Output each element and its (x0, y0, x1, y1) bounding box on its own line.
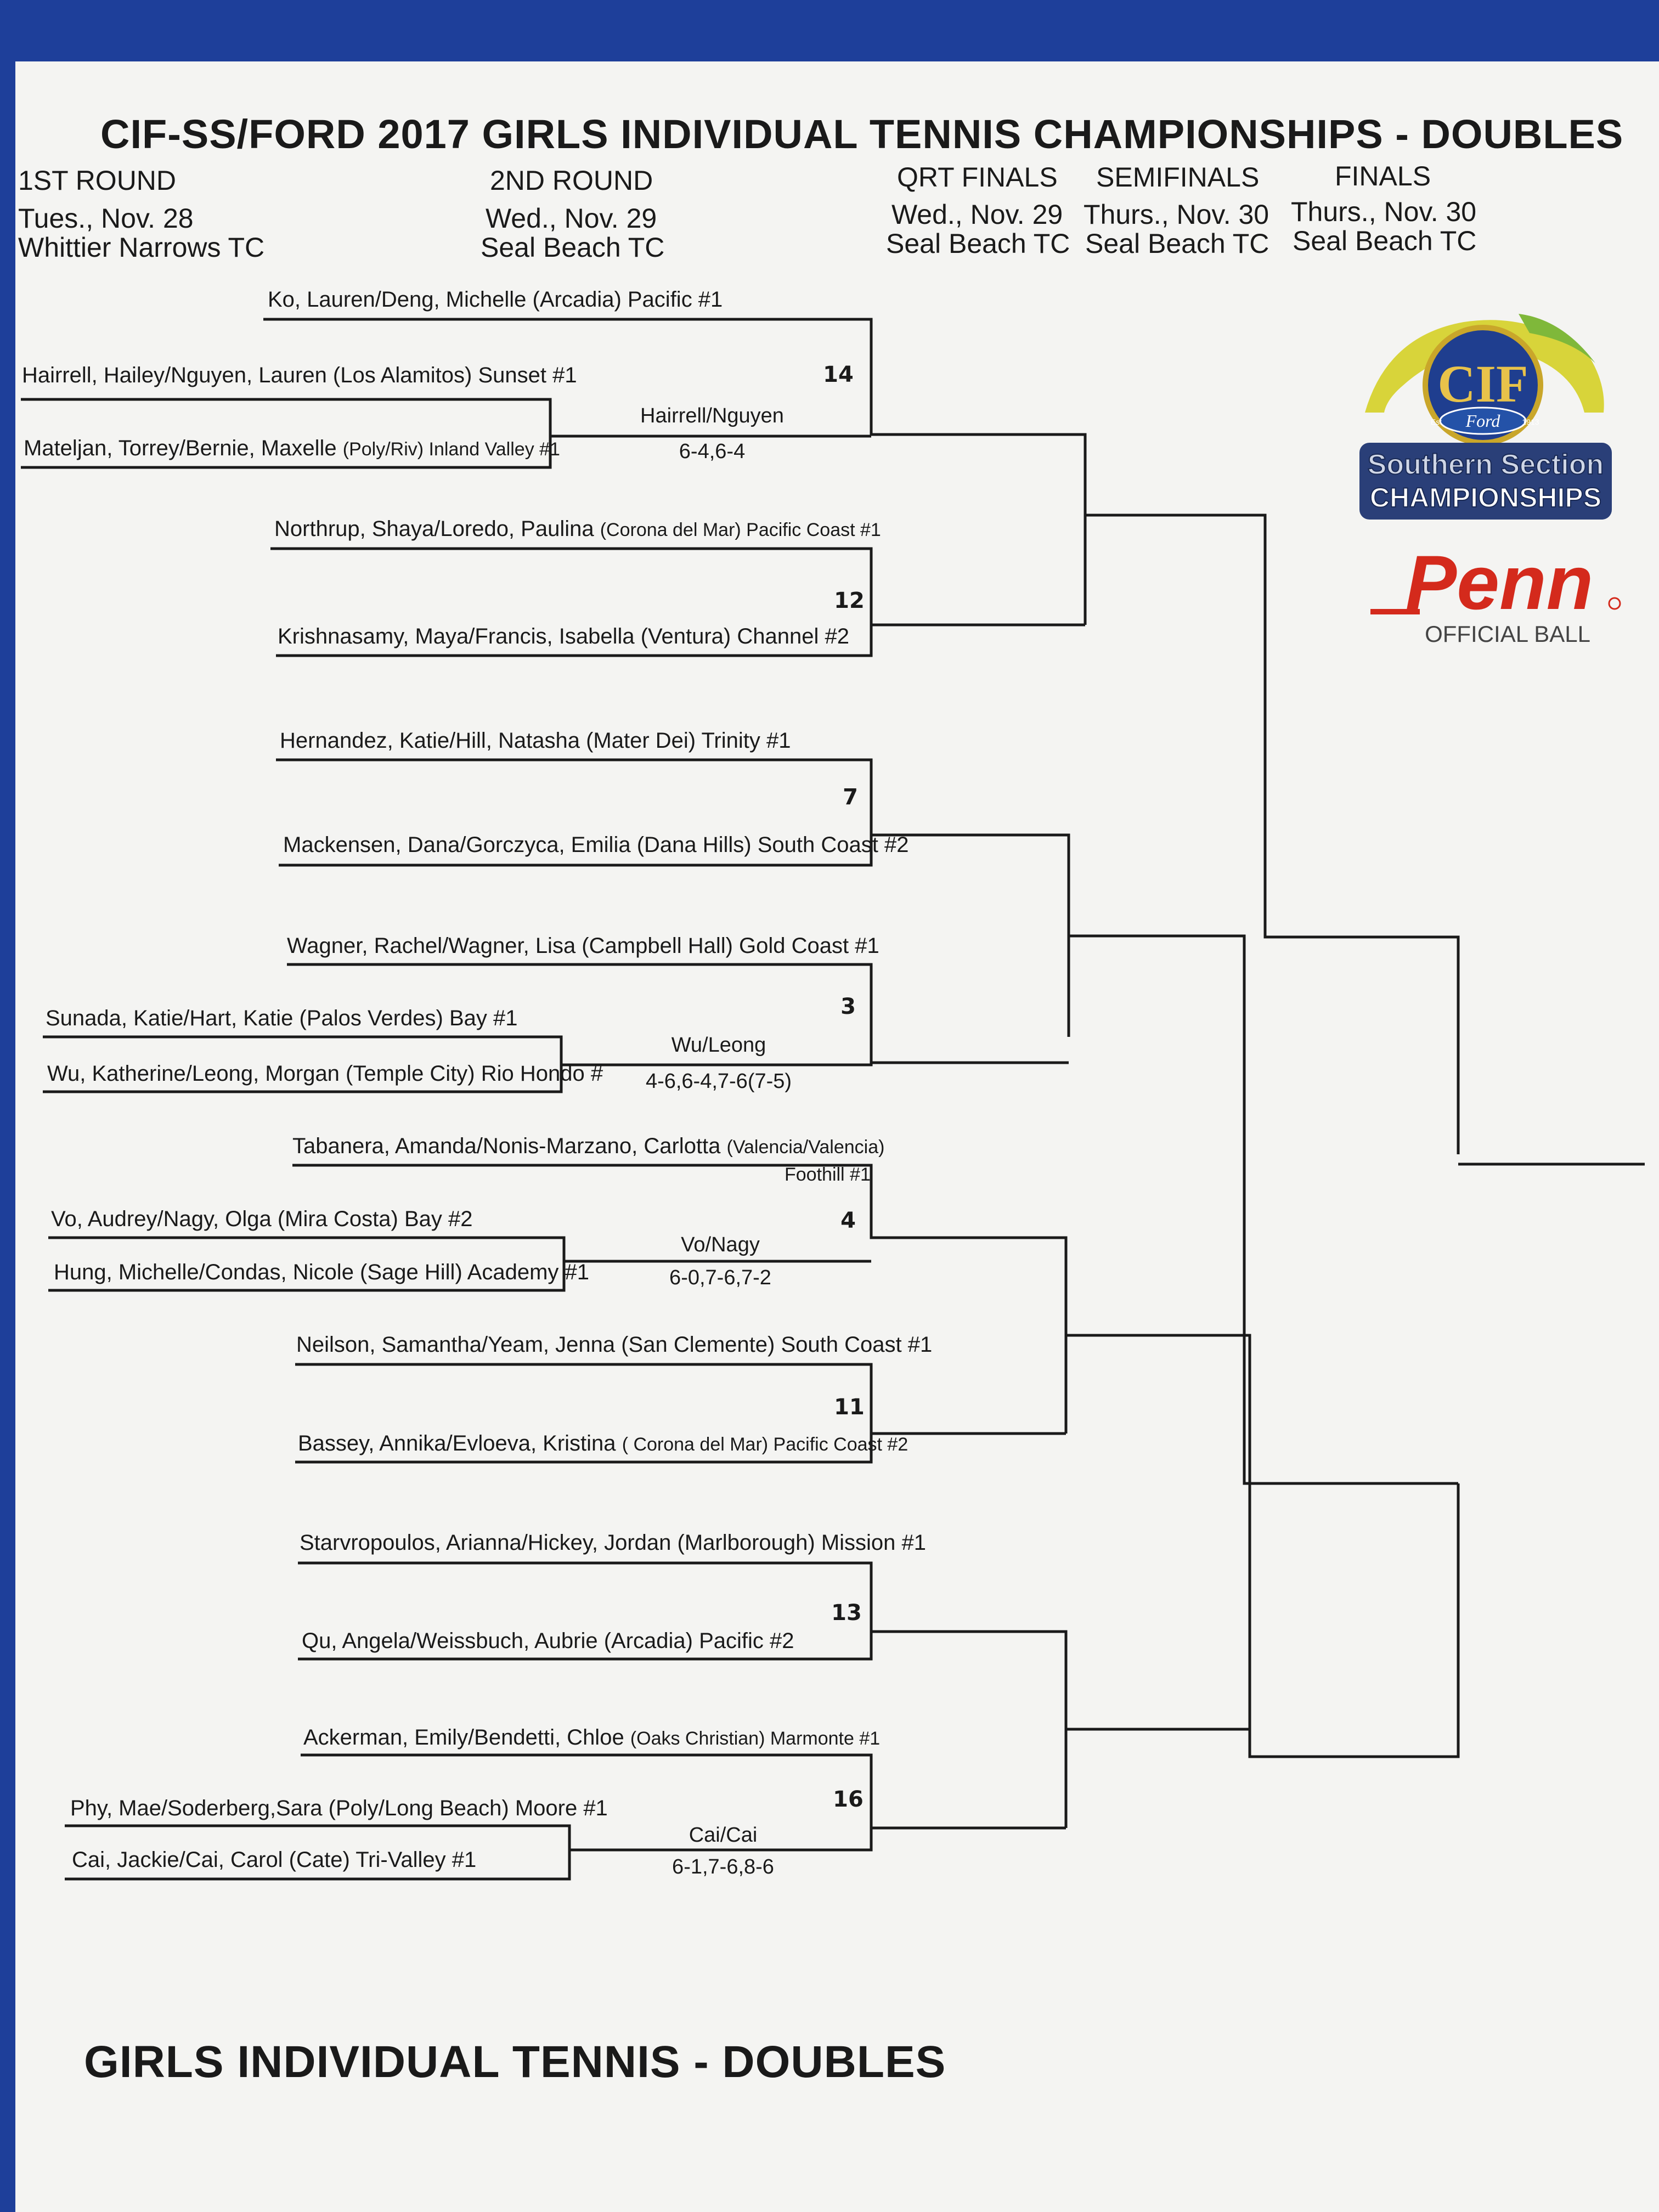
page-title: CIF-SS/FORD 2017 GIRLS INDIVIDUAL TENNIS… (100, 111, 1624, 157)
entry-detail: Foothill #1 (785, 1164, 871, 1185)
est-text: Est (1431, 417, 1442, 426)
bracket-entry: Ackerman, Emily/Bendetti, Chloe (Oaks Ch… (303, 1725, 880, 1750)
seed-number: 16 (833, 1787, 864, 1812)
bracket-entry: Phy, Mae/Soderberg,Sara (Poly/Long Beach… (70, 1796, 608, 1820)
round-date: Tues., Nov. 28 (18, 203, 194, 234)
round-date: Wed., Nov. 29 (486, 203, 657, 234)
southern-section-text: Southern Section (1368, 449, 1604, 481)
match-winner: Hairrell/Nguyen (640, 404, 784, 427)
match-winner: Cai/Cai (689, 1824, 758, 1847)
round-name: FINALS (1335, 161, 1431, 191)
bracket-entry: Krishnasamy, Maya/Francis, Isabella (Ven… (278, 624, 849, 648)
seed-number: 3 (840, 994, 856, 1019)
entry-names: Northrup, Shaya/Loredo, Paulina (274, 517, 594, 541)
bracket-entry: Starvropoulos, Arianna/Hickey, Jordan (M… (300, 1531, 927, 1555)
bracket-entry: Cai, Jackie/Cai, Carol (Cate) Tri-Valley… (72, 1848, 477, 1872)
entry-names: Ackerman, Emily/Bendetti, Chloe (303, 1725, 624, 1750)
seed-number: 13 (831, 1600, 862, 1626)
bracket-entry: Hung, Michelle/Condas, Nicole (Sage Hill… (54, 1260, 590, 1284)
bracket-sheet: CIF-SS/FORD 2017 GIRLS INDIVIDUAL TENNIS… (15, 61, 1659, 2212)
entry-names: Bassey, Annika/Evloeva, Kristina (298, 1431, 616, 1455)
seed-number: 11 (834, 1395, 865, 1420)
entry-names: Mateljan, Torrey/Bernie, Maxelle (24, 436, 337, 460)
page-footer: GIRLS INDIVIDUAL TENNIS - DOUBLES (84, 2037, 946, 2087)
seed-number: 14 (823, 362, 854, 387)
ford-text: Ford (1465, 411, 1501, 431)
cif-text: CIF (1437, 354, 1528, 413)
year-text: 1913 (1522, 417, 1539, 426)
bracket-entry: Hernandez, Katie/Hill, Natasha (Mater De… (280, 729, 791, 753)
bracket-entry: Sunada, Katie/Hart, Katie (Palos Verdes)… (46, 1006, 518, 1030)
round-venue: Whittier Narrows TC (18, 232, 265, 263)
round-name: 2ND ROUND (490, 165, 653, 196)
match-score: 6-4,6-4 (679, 440, 746, 463)
championships-text: CHAMPIONSHIPS (1370, 482, 1601, 513)
bracket-entry: Qu, Angela/Weissbuch, Aubrie (Arcadia) P… (302, 1629, 794, 1653)
tennis-ball-swoosh-icon (1365, 320, 1604, 413)
bracket-entry: Hairrell, Hailey/Nguyen, Lauren (Los Ala… (22, 363, 577, 387)
entry-detail: (Oaks Christian) Marmonte #1 (630, 1728, 881, 1749)
bracket-entry: Mateljan, Torrey/Bernie, Maxelle (Poly/R… (24, 436, 560, 461)
round-venue: Seal Beach TC (481, 232, 665, 263)
round-venue: Seal Beach TC (1293, 225, 1477, 256)
penn-brand-text: Penn (1406, 544, 1593, 625)
official-ball-text: OFFICIAL BALL (1425, 621, 1590, 647)
registered-icon (1608, 597, 1621, 610)
round-date: Thurs., Nov. 30 (1084, 199, 1269, 230)
bracket-lines (21, 318, 1645, 1881)
cif-ford-championships-logo: CIF Ford Est 1913 Southern Section CHAMP… (1359, 314, 1612, 520)
round-date: Wed., Nov. 29 (891, 199, 1063, 230)
entry-names: Tabanera, Amanda/Nonis-Marzano, Carlotta (292, 1134, 721, 1158)
seed-number: 4 (840, 1208, 856, 1233)
entry-detail: (Valencia/Valencia) (726, 1137, 885, 1158)
penn-official-ball-logo: Penn OFFICIAL BALL (1370, 544, 1621, 647)
seed-number: 7 (843, 785, 858, 810)
bracket-entry: Tabanera, Amanda/Nonis-Marzano, Carlotta… (292, 1134, 884, 1159)
match-score: 4-6,6-4,7-6(7-5) (645, 1070, 792, 1093)
match-winner: Vo/Nagy (681, 1233, 760, 1256)
bracket-entry: Vo, Audrey/Nagy, Olga (Mira Costa) Bay #… (51, 1207, 473, 1231)
round-venue: Seal Beach TC (886, 228, 1070, 259)
round-date: Thurs., Nov. 30 (1291, 196, 1477, 227)
match-score: 6-0,7-6,7-2 (669, 1266, 771, 1289)
bracket-entry: Wu, Katherine/Leong, Morgan (Temple City… (47, 1062, 603, 1086)
seed-number: 12 (834, 588, 865, 613)
bracket-entry: Neilson, Samantha/Yeam, Jenna (San Cleme… (296, 1333, 933, 1357)
round-name: 1ST ROUND (18, 165, 177, 196)
entry-detail: ( Corona del Mar) Pacific Coast #2 (622, 1434, 909, 1455)
bracket-entry: Wagner, Rachel/Wagner, Lisa (Campbell Ha… (287, 934, 879, 958)
match-score: 6-1,7-6,8-6 (672, 1855, 774, 1878)
bracket-entry: Bassey, Annika/Evloeva, Kristina ( Coron… (298, 1431, 908, 1456)
bracket-entry: Ko, Lauren/Deng, Michelle (Arcadia) Paci… (268, 287, 723, 312)
match-winner: Wu/Leong (671, 1034, 766, 1057)
round-name: QRT FINALS (897, 162, 1058, 193)
round-name: SEMIFINALS (1096, 162, 1260, 193)
entry-detail: (Corona del Mar) Pacific Coast #1 (600, 520, 881, 540)
bracket-entry: Northrup, Shaya/Loredo, Paulina (Corona … (274, 517, 881, 541)
round-venue: Seal Beach TC (1085, 228, 1269, 259)
entry-detail: (Poly/Riv) Inland Valley #1 (342, 439, 560, 460)
bracket-entry: Mackensen, Dana/Gorczyca, Emilia (Dana H… (283, 833, 909, 857)
